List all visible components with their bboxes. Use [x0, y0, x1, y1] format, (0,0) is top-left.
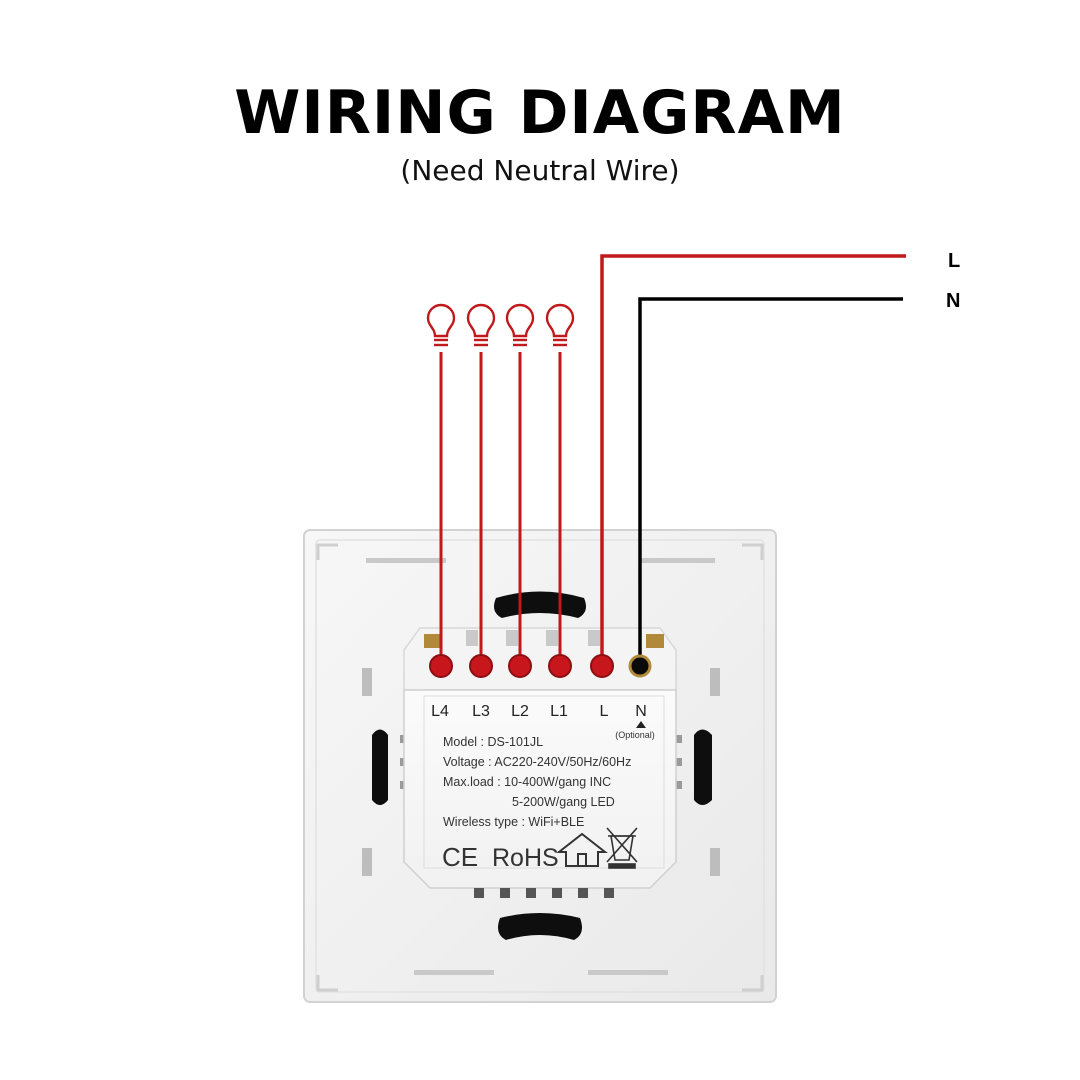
neutral-line-label: N — [946, 290, 960, 312]
rohs-mark: RoHS — [492, 844, 559, 872]
spec-voltage: Voltage : AC220-240V/50Hz/60Hz — [443, 755, 631, 769]
weee-bin-icon — [606, 827, 638, 869]
neutral-wire — [638, 297, 903, 666]
screw-l2 — [508, 654, 532, 678]
house-icon — [556, 832, 608, 867]
terminal-label-l4: L4 — [431, 703, 449, 720]
bulbs — [426, 303, 575, 347]
terminal-screws — [429, 654, 652, 678]
optional-label: (Optional) — [615, 730, 655, 740]
spec-maxload-led: 5-200W/gang LED — [512, 795, 615, 809]
terminal-label-l3: L3 — [472, 703, 490, 720]
page-subtitle: (Need Neutral Wire) — [400, 154, 680, 187]
spec-wireless: Wireless type : WiFi+BLE — [443, 815, 584, 829]
spec-model: Model : DS-101JL — [443, 735, 543, 749]
live-wire — [600, 254, 906, 666]
screw-l — [590, 654, 614, 678]
screw-l4 — [429, 654, 453, 678]
load-wires — [439, 352, 562, 666]
screw-l1 — [548, 654, 572, 678]
page-title: WIRING DIAGRAM — [234, 78, 846, 148]
spec-label-box — [403, 689, 677, 898]
terminal-label-l2: L2 — [511, 703, 529, 720]
terminal-label-n: N — [635, 703, 647, 720]
bulb-icon — [505, 303, 535, 347]
screw-n — [628, 654, 652, 678]
terminal-label-l1: L1 — [550, 703, 568, 720]
optional-arrow-icon — [636, 721, 646, 728]
bulb-icon — [466, 303, 496, 347]
terminal-label-l: L — [600, 703, 609, 720]
live-line-label: L — [948, 250, 960, 272]
spec-maxload: Max.load : 10-400W/gang INC — [443, 775, 611, 789]
bulb-icon — [426, 303, 456, 347]
screw-l3 — [469, 654, 493, 678]
terminal-labels: L4 L3 L2 L1 L N — [431, 703, 647, 720]
ce-mark: CE — [442, 842, 478, 872]
bulb-icon — [545, 303, 575, 347]
